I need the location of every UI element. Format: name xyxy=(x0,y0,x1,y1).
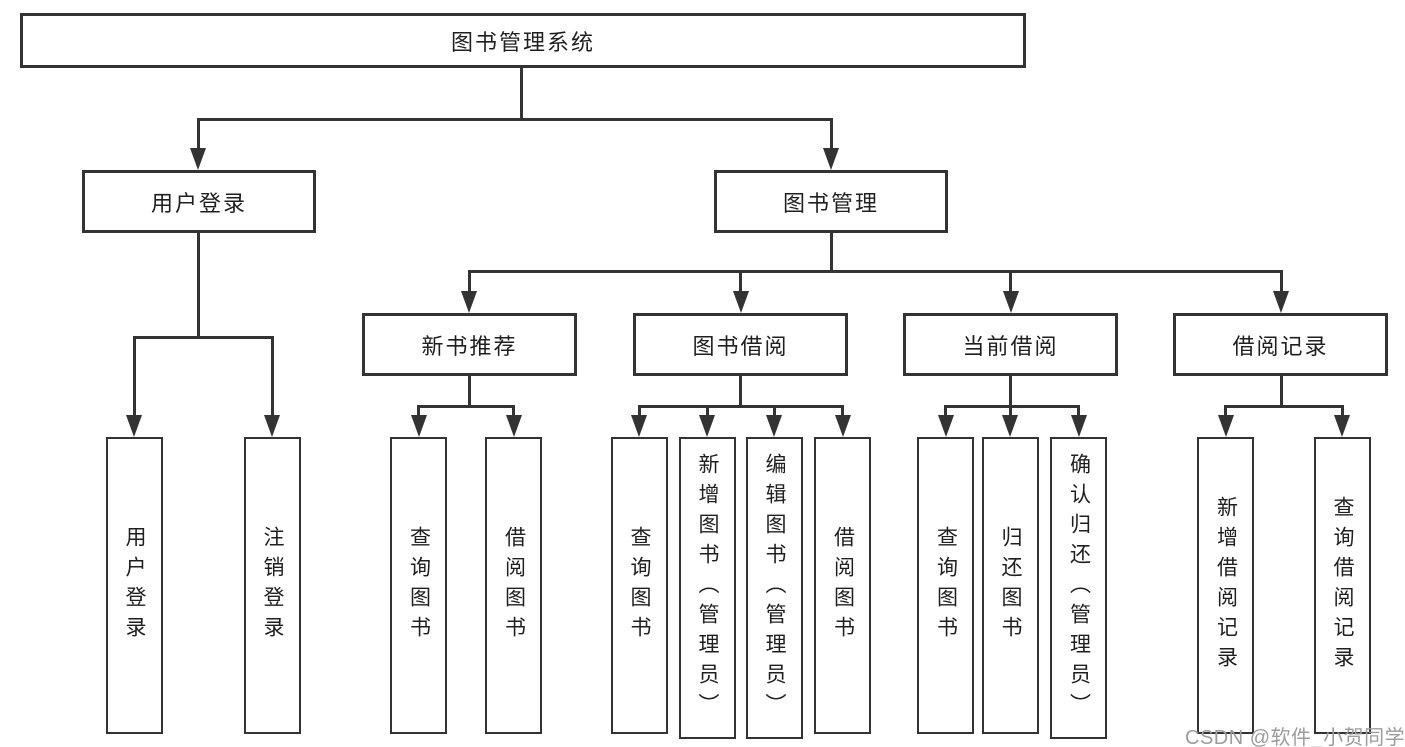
connector-line xyxy=(637,405,844,408)
arrowhead-down-icon xyxy=(766,415,782,437)
leaf-borrow-books: 借阅图书 xyxy=(814,437,871,734)
connector-line xyxy=(1224,405,1344,408)
arrowhead-down-icon xyxy=(1334,415,1350,437)
arrowhead-down-icon xyxy=(823,148,839,170)
arrowhead-down-icon xyxy=(461,291,477,313)
arrowhead-down-icon xyxy=(1217,415,1234,437)
arrowhead-down-icon xyxy=(1070,415,1087,437)
connector-line xyxy=(417,405,420,417)
connector-line xyxy=(1224,405,1227,417)
connector-line xyxy=(1279,270,1283,293)
leaf-borrow-books: 借阅图书 xyxy=(485,437,542,734)
connector-line xyxy=(1279,376,1283,405)
arrowhead-down-icon xyxy=(1273,291,1289,313)
connector-line xyxy=(270,336,274,417)
connector-line xyxy=(467,270,1283,273)
connector-line xyxy=(841,405,844,417)
leaf-query-borrow-record: 查询借阅记录 xyxy=(1313,437,1371,734)
connector-line xyxy=(1009,270,1012,293)
leaf-confirm-return-admin: 确认归还（管理员） xyxy=(1050,437,1107,739)
connector-line xyxy=(468,376,471,405)
connector-line xyxy=(467,270,471,293)
connector-line xyxy=(1340,405,1344,417)
connector-line xyxy=(196,118,833,121)
connector-line xyxy=(1008,405,1012,417)
leaf-edit-books-admin: 编辑图书（管理员） xyxy=(745,437,803,739)
leaf-return-books: 归还图书 xyxy=(981,437,1039,734)
arrowhead-down-icon xyxy=(126,415,142,437)
arrowhead-down-icon xyxy=(190,148,206,170)
arrowhead-down-icon xyxy=(1002,415,1018,437)
arrowhead-down-icon xyxy=(631,415,647,437)
node-borrow-records: 借阅记录 xyxy=(1173,313,1388,376)
arrowhead-down-icon xyxy=(505,415,522,437)
connector-line xyxy=(772,405,776,417)
arrowhead-down-icon xyxy=(1002,291,1019,313)
connector-line xyxy=(512,405,515,417)
connector-line xyxy=(196,233,200,336)
connector-line xyxy=(1077,405,1080,417)
node-library-system: 图书管理系统 xyxy=(20,13,1026,68)
connector-line xyxy=(132,336,274,339)
leaf-logout: 注销登录 xyxy=(243,437,301,734)
leaf-user-login: 用户登录 xyxy=(105,437,163,734)
connector-line xyxy=(132,336,136,417)
connector-line xyxy=(519,68,523,118)
connector-line xyxy=(705,405,709,417)
leaf-query-books: 查询图书 xyxy=(917,437,974,734)
connector-line xyxy=(417,405,515,408)
connector-line xyxy=(196,118,200,150)
arrowhead-down-icon xyxy=(834,415,851,437)
node-new-book-recommend: 新书推荐 xyxy=(362,313,577,376)
node-book-management: 图书管理 xyxy=(714,170,948,233)
arrowhead-down-icon xyxy=(732,291,749,313)
connector-line xyxy=(944,405,947,417)
arrowhead-down-icon xyxy=(699,415,715,437)
leaf-query-books: 查询图书 xyxy=(390,437,447,734)
connector-line xyxy=(829,118,833,150)
connector-line xyxy=(829,233,833,270)
leaf-add-books-admin: 新增图书（管理员） xyxy=(678,437,736,739)
leaf-add-borrow-record: 新增借阅记录 xyxy=(1197,437,1254,734)
connector-line xyxy=(944,405,1080,408)
leaf-query-books: 查询图书 xyxy=(610,437,668,734)
arrowhead-down-icon xyxy=(410,415,427,437)
arrowhead-down-icon xyxy=(264,415,280,437)
node-user-login: 用户登录 xyxy=(82,170,316,233)
node-current-borrow: 当前借阅 xyxy=(903,313,1118,376)
connector-line xyxy=(739,270,742,293)
connector-line xyxy=(739,376,742,405)
node-book-borrow: 图书借阅 xyxy=(633,313,848,376)
connector-line xyxy=(637,405,641,417)
connector-line xyxy=(1009,376,1012,405)
arrowhead-down-icon xyxy=(937,415,954,437)
csdn-watermark: CSDN @软件_小贺同学 xyxy=(1185,727,1405,747)
